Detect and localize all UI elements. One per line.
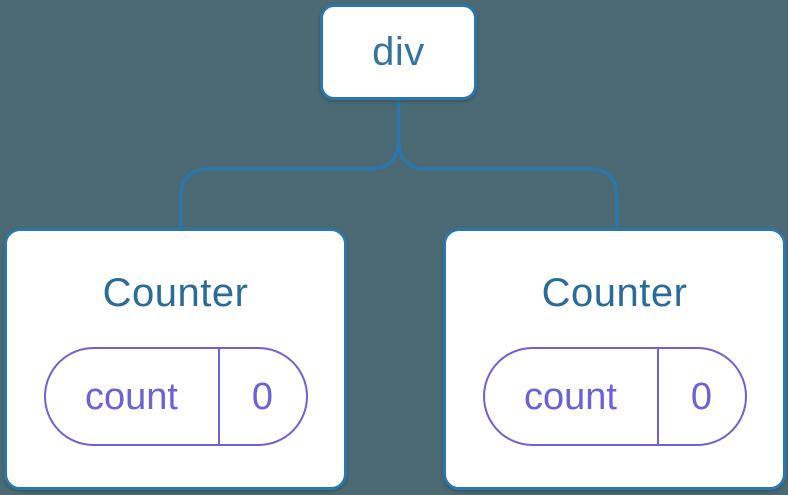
state-value-cell: 0 [659, 349, 745, 444]
state-value: 0 [251, 375, 274, 418]
state-value: 0 [690, 375, 713, 418]
state-key-label: count [85, 375, 178, 418]
component-title: Counter [102, 271, 249, 315]
state-key-cell: count [485, 349, 659, 444]
root-node-div: div [320, 4, 477, 100]
state-value-cell: 0 [220, 349, 306, 444]
counter-node-right: Counter count 0 [443, 228, 786, 490]
state-key-label: count [524, 375, 617, 418]
state-key-cell: count [46, 349, 220, 444]
state-pill: count 0 [43, 347, 308, 446]
counter-node-left: Counter count 0 [4, 228, 347, 490]
component-title: Counter [541, 271, 688, 315]
connector-left-branch [179, 96, 401, 232]
connector-right-branch [396, 96, 619, 232]
state-pill: count 0 [482, 347, 747, 446]
root-node-label: div [372, 29, 425, 74]
